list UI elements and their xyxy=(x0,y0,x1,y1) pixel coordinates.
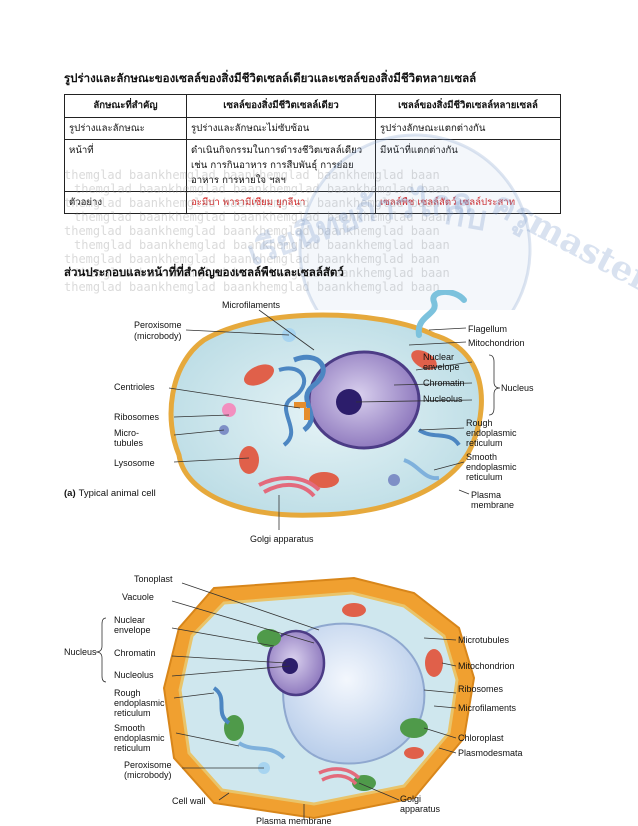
plant-cell-diagram: Tonoplast Vacuole Nuclear envelope Chrom… xyxy=(64,574,523,826)
svg-text:reticulum: reticulum xyxy=(466,472,503,482)
label-rough-er: Rough xyxy=(466,418,493,428)
svg-text:(microbody): (microbody) xyxy=(124,770,172,780)
label-plant-microfilaments: Microfilaments xyxy=(458,703,517,713)
label-plant-ribosomes: Ribosomes xyxy=(458,684,504,694)
table-header: เซลล์ของสิ่งมีชีวิตเซลล์หลายเซลล์ xyxy=(375,94,561,118)
label-plant-peroxisome: Peroxisome xyxy=(124,760,172,770)
label-nucleolus: Nucleolus xyxy=(423,394,463,404)
label-tonoplast: Tonoplast xyxy=(134,574,173,584)
svg-text:(microbody): (microbody) xyxy=(134,331,182,341)
svg-text:membrane: membrane xyxy=(471,500,514,510)
table-cell: รูปร่างและลักษณะไม่ซับซ้อน xyxy=(186,117,376,140)
label-nucleus: Nucleus xyxy=(501,383,534,393)
label-plant-mitochondrion: Mitochondrion xyxy=(458,661,515,671)
svg-text:tubules: tubules xyxy=(114,438,144,448)
label-vacuole: Vacuole xyxy=(122,592,154,602)
svg-text:endoplasmic: endoplasmic xyxy=(466,428,517,438)
comparison-table: ลักษณะที่สำคัญ เซลล์ของสิ่งมีชีวิตเซลล์เ… xyxy=(64,94,561,214)
label-plant-nucleus: Nucleus xyxy=(64,647,97,657)
section-heading-2: ส่วนประกอบและหน้าที่ที่สำคัญของเซลล์พืชแ… xyxy=(64,265,344,279)
label-cell-wall: Cell wall xyxy=(172,796,206,806)
label-plant-rough-er: Rough xyxy=(114,688,141,698)
table-cell: มีหน้าที่แตกต่างกัน xyxy=(375,139,561,192)
svg-text:envelope: envelope xyxy=(114,625,151,635)
label-microtubules: Microtubules xyxy=(458,635,510,645)
svg-text:endoplasmic: endoplasmic xyxy=(466,462,517,472)
animal-nucleolus xyxy=(336,389,362,415)
table-cell: หน้าที่ xyxy=(64,139,187,192)
label-ribosomes: Ribosomes xyxy=(114,412,160,422)
svg-text:reticulum: reticulum xyxy=(466,438,503,448)
svg-text:endoplasmic: endoplasmic xyxy=(114,698,165,708)
label-peroxisome: Peroxisome xyxy=(134,320,182,330)
label-chloroplast: Chloroplast xyxy=(458,733,504,743)
label-plant-smooth-er: Smooth xyxy=(114,723,145,733)
table-cell: รูปร่างลักษณะแตกต่างกัน xyxy=(375,117,561,140)
section-heading: รูปร่างและลักษณะของเซลล์ของสิ่งมีชีวิตเซ… xyxy=(64,71,477,85)
label-nuclear-envelope: Nuclear xyxy=(423,352,454,362)
label-plant-nuclear-envelope: Nuclear xyxy=(114,615,145,625)
label-plasma-membrane: Plasma xyxy=(471,490,501,500)
svg-text:reticulum: reticulum xyxy=(114,743,151,753)
table-header: ลักษณะที่สำคัญ xyxy=(64,94,187,118)
table-cell: ตัวอย่าง xyxy=(64,191,187,214)
table-cell: อะมีบา พารามีเซียม ยูกลีนา xyxy=(186,191,376,214)
label-golgi: Golgi apparatus xyxy=(250,534,314,544)
label-lysosome: Lysosome xyxy=(114,458,155,468)
caption-animal-cell: (a)Typical animal cell xyxy=(64,488,156,499)
label-centrioles: Centrioles xyxy=(114,382,155,392)
table-cell: รูปร่างและลักษณะ xyxy=(64,117,187,140)
svg-text:reticulum: reticulum xyxy=(114,708,151,718)
label-plant-plasma-membrane: Plasma membrane xyxy=(256,816,332,826)
label-microfilaments: Microfilaments xyxy=(222,300,281,310)
animal-cell-diagram: Peroxisome (microbody) Microfilaments Ce… xyxy=(64,290,534,544)
table-cell: ดำเนินกิจกรรมในการดำรงชีวิตเซลล์เดียว เช… xyxy=(186,139,376,192)
svg-text:endoplasmic: endoplasmic xyxy=(114,733,165,743)
flagellum-shape xyxy=(415,290,467,338)
label-chromatin: Chromatin xyxy=(423,378,465,388)
svg-text:envelope: envelope xyxy=(423,362,460,372)
label-flagellum: Flagellum xyxy=(468,324,507,334)
table-header: เซลล์ของสิ่งมีชีวิตเซลล์เดียว xyxy=(186,94,376,118)
table-row: รูปร่างและลักษณะ รูปร่างและลักษณะไม่ซับซ… xyxy=(64,117,561,140)
label-plant-chromatin: Chromatin xyxy=(114,648,156,658)
label-plant-golgi: Golgi xyxy=(400,794,421,804)
label-microtubules: Micro- xyxy=(114,428,139,438)
label-smooth-er: Smooth xyxy=(466,452,497,462)
animal-nucleus xyxy=(307,350,421,450)
label-plant-nucleolus: Nucleolus xyxy=(114,670,154,680)
svg-text:apparatus: apparatus xyxy=(400,804,441,814)
label-mitochondrion: Mitochondrion xyxy=(468,338,525,348)
table-header-row: ลักษณะที่สำคัญ เซลล์ของสิ่งมีชีวิตเซลล์เ… xyxy=(64,94,561,118)
table-cell: เซลล์พืช เซลล์สัตว์ เซลล์ประสาท xyxy=(375,191,561,214)
table-row: ตัวอย่าง อะมีบา พารามีเซียม ยูกลีนา เซลล… xyxy=(64,191,561,214)
table-row: หน้าที่ ดำเนินกิจกรรมในการดำรงชีวิตเซลล์… xyxy=(64,139,561,192)
label-plasmodesmata: Plasmodesmata xyxy=(458,748,523,758)
